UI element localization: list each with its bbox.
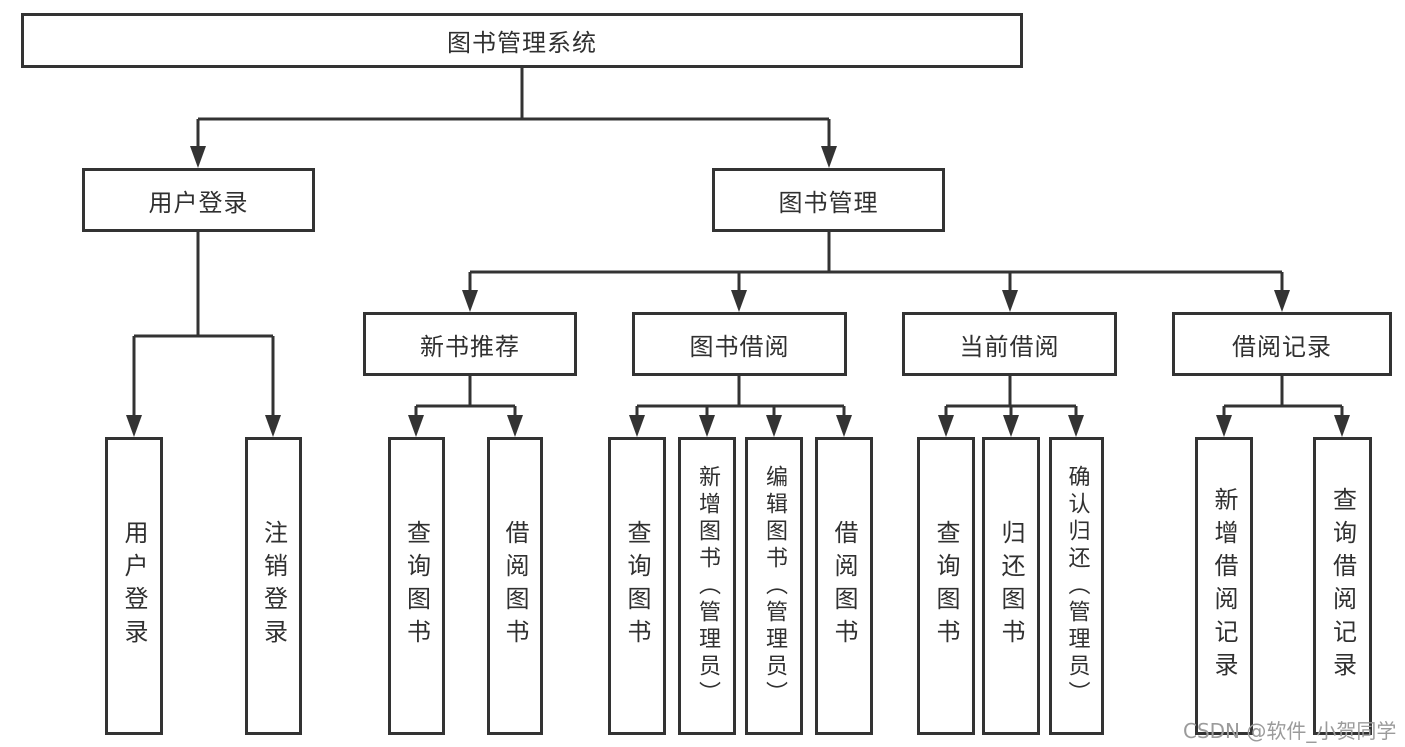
node-label: 查询图书 [932,520,960,652]
node-label: 图书管理 [778,188,879,217]
node-label: 图书借阅 [689,332,790,361]
arrowhead-icon [699,415,715,437]
connector-path [1222,376,1344,416]
connector-path [132,232,275,416]
arrowhead-icon [629,415,645,437]
node-label: 新增图书（管理员） [695,464,720,708]
node-library-management-system: 图书管理系统 [21,13,1023,68]
leaf-logout: 注销登录 [245,437,302,735]
leaf-add-books-admin: 新增图书（管理员） [678,437,736,735]
arrowhead-icon [1068,415,1084,437]
arrowhead-icon [1003,415,1019,437]
arrowhead-icon [1002,290,1018,312]
node-user-login-branch: 用户登录 [82,168,315,232]
arrowhead-icon [507,415,523,437]
leaf-return-books: 归还图书 [982,437,1040,735]
arrowhead-icon [938,415,954,437]
arrowhead-icon [731,290,747,312]
leaf-borrow-books-1: 借阅图书 [487,437,543,735]
node-label: 查询借阅记录 [1328,487,1357,685]
arrowhead-icon [126,415,142,437]
arrowhead-icon [836,415,852,437]
node-label: 用户登录 [148,188,249,217]
node-label: 借阅记录 [1232,332,1332,361]
node-label: 归还图书 [997,520,1025,652]
arrowhead-icon [462,290,478,312]
arrowhead-icon [265,415,281,437]
node-label: 确认归还（管理员） [1064,464,1090,708]
node-label: 新增借阅记录 [1210,487,1238,685]
node-label: 查询图书 [402,520,431,652]
arrowhead-icon [821,146,837,168]
arrowhead-icon [190,146,206,168]
node-label: 查询图书 [623,520,651,652]
leaf-query-books-3: 查询图书 [917,437,975,735]
node-label: 用户登录 [120,520,148,652]
node-label: 借阅图书 [501,520,529,652]
node-label: 当前借阅 [959,332,1060,361]
leaf-query-books-1: 查询图书 [388,437,445,735]
leaf-borrow-books-2: 借阅图书 [815,437,873,735]
leaf-add-borrow-record: 新增借阅记录 [1195,437,1253,735]
arrowhead-icon [766,415,782,437]
arrowhead-icon [408,415,424,437]
node-book-borrowing: 图书借阅 [632,312,847,376]
leaf-user-login: 用户登录 [105,437,163,735]
connector-path [196,68,831,147]
leaf-query-borrow-record: 查询借阅记录 [1313,437,1372,735]
leaf-query-books-2: 查询图书 [608,437,666,735]
connector-path [944,376,1078,416]
node-label: 注销登录 [259,520,288,652]
node-label: 新书推荐 [420,332,520,361]
node-book-management-branch: 图书管理 [712,168,945,232]
connector-path [635,376,846,416]
arrowhead-icon [1274,290,1290,312]
connector-path [468,232,1284,291]
node-current-borrowing: 当前借阅 [902,312,1117,376]
arrowhead-icon [1216,415,1232,437]
node-new-book-recommendation: 新书推荐 [363,312,577,376]
node-label: 借阅图书 [830,520,858,652]
arrowhead-icon [1334,415,1350,437]
node-label: 图书管理系统 [447,29,597,57]
node-borrowing-records: 借阅记录 [1172,312,1392,376]
node-label: 编辑图书（管理员） [762,464,787,708]
connector-path [414,376,517,416]
leaf-confirm-return-admin: 确认归还（管理员） [1049,437,1104,735]
leaf-edit-books-admin: 编辑图书（管理员） [745,437,803,735]
csdn-watermark: CSDN @软件_小贺同学 [1183,719,1397,743]
